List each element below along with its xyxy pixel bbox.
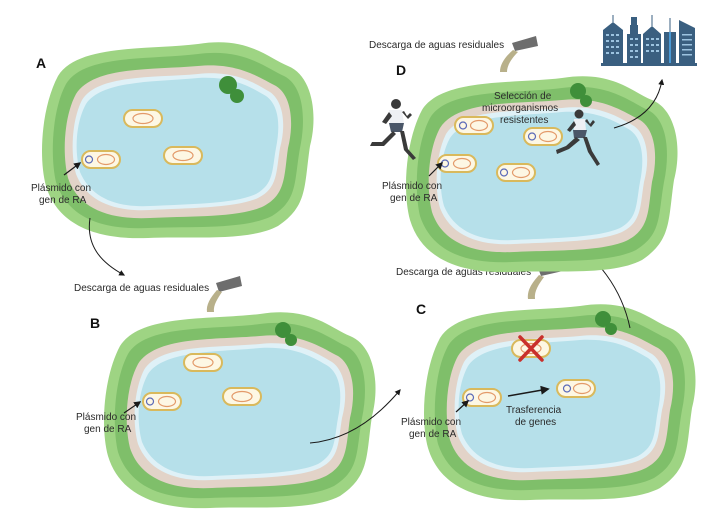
bacterium-icon [556,379,596,398]
discharge-label-b: Descarga de aguas residuales [74,283,209,294]
panel-letter-d: D [396,62,406,78]
plasmid-label-line2: gen de RA [409,429,457,440]
selection-label-line3: resistentes [500,115,548,126]
bacterium-icon [523,127,563,146]
plasmid-icon [499,168,509,177]
discharge-label-d: Descarga de aguas residuales [369,40,504,51]
pond-icon [104,312,376,509]
bacterium-icon [81,150,121,169]
bacterium-icon [123,109,163,128]
bush-icon [595,311,617,335]
bush-icon [219,76,244,103]
plasmid-label-line1: Plásmido con [382,181,442,192]
selection-label-line1: Selección de [494,91,552,102]
runner-icon [556,109,600,166]
wastewater-icon [206,290,222,312]
arrow-d-to-city [613,78,665,129]
city-icon [601,15,697,66]
plasmid-label-line2: gen de RA [39,195,87,206]
bacterium-icon [462,388,502,407]
plasmid-icon [84,155,94,164]
arrow-icon [428,161,444,177]
plasmid-icon [458,121,468,130]
wastewater-icon [527,275,544,299]
bacterium-icon [222,387,262,406]
pipe-icon [512,36,538,51]
discharge-label-c: Descarga de aguas residuales [396,267,531,278]
wastewater-icon [500,50,518,72]
plasmid-label-line1: Plásmido con [76,412,136,423]
panel-letter-b: B [90,315,100,331]
plasmid-icon [145,397,155,406]
arrow-icon [455,400,470,413]
transfer-label-line1: Trasferencia [506,405,562,416]
arrow-icon [63,162,82,176]
transfer-label-line2: de genes [515,417,556,428]
cross-icon [518,335,544,362]
plasmid-label-line1: Plásmido con [401,417,461,428]
panel-letter-c: C [416,301,426,317]
bacterium-icon [142,392,182,411]
panel-d: Descarga de aguas residuales D Selección… [369,36,678,273]
pipe-icon [216,276,242,292]
bacterium-icon [454,116,494,135]
plasmid-label-line2: gen de RA [84,424,132,435]
arrow-icon [123,401,142,414]
arrow-a-to-b [88,217,126,276]
bush-icon [570,83,592,107]
bush-icon [275,322,297,346]
plasmid-icon [562,384,572,393]
bacterium-icon [163,146,203,165]
bacterium-icon [437,154,477,173]
pond-icon [42,42,314,239]
plasmid-icon [527,132,537,141]
arrow-b-to-c [309,389,401,444]
selection-label-line2: microorganismos [482,103,558,114]
plasmid-label-line2: gen de RA [390,193,438,204]
plasmid-icon [465,393,475,402]
runner-icon [370,99,416,160]
panel-b: Descarga de aguas residuales B Plásmido … [74,276,376,509]
panel-a: A Plásmido con gen de RA [31,42,314,239]
plasmid-label-line1: Plásmido con [31,183,91,194]
gene-transfer-arrow [507,385,550,397]
panel-letter-a: A [36,55,46,71]
panel-c: Descarga de aguas residuales C [396,262,696,501]
bacterium-icon [496,163,536,182]
bacterium-icon [183,353,223,372]
